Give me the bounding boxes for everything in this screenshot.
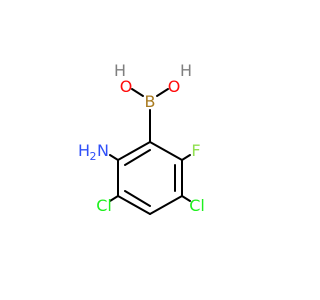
bond-c1-c2 <box>149 141 183 161</box>
atom-n: N <box>97 141 109 160</box>
atom-h-n-count: 2 <box>90 150 97 163</box>
bond-c6-c1 <box>117 141 151 161</box>
bond-c-cl-left <box>109 195 119 202</box>
atom-cl-left: Cl <box>96 196 112 215</box>
bond-c-cl-right <box>181 195 191 202</box>
bond-c3-c4 <box>149 195 183 215</box>
bond-b-o-right <box>156 88 169 97</box>
bond-c4-c5 <box>117 195 151 215</box>
atom-h-n: H <box>78 141 90 160</box>
structure-svg: H O B O H H 2 N F Cl Cl <box>78 61 205 215</box>
atom-h-left: H <box>114 61 126 80</box>
atom-cl-right: Cl <box>189 196 205 215</box>
bond-c4-c5-inner <box>124 190 151 207</box>
bond-c-n <box>109 154 119 161</box>
bond-b-o-left <box>131 88 144 97</box>
molecule-structure: H O B O H H 2 N F Cl Cl <box>78 61 205 215</box>
atom-o-right: O <box>168 77 181 96</box>
bond-c6-c1-inner <box>124 149 151 166</box>
bond-c-f <box>181 154 191 161</box>
atom-b: B <box>145 92 156 111</box>
bond-lines <box>109 88 191 215</box>
atom-o-left: O <box>120 77 133 96</box>
atom-f: F <box>191 141 200 160</box>
atom-h-right: H <box>180 61 192 80</box>
